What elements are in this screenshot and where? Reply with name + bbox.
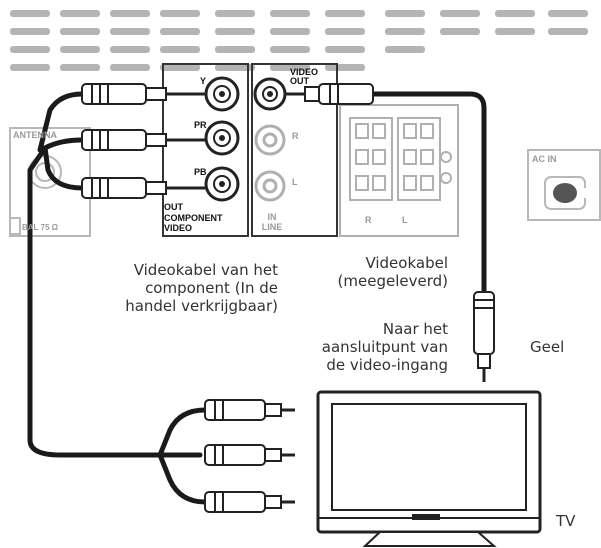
component-plugs-receiver [81, 83, 206, 199]
tv-label: TV [556, 512, 576, 530]
yellow-label: Geel [530, 338, 565, 356]
jack-label-pb: PB [194, 167, 207, 177]
component-plugs-tv [204, 399, 295, 513]
component-cables [27, 91, 208, 505]
video-plug-tv [473, 291, 495, 382]
component-video-label: COMPONENT VIDEO [164, 213, 223, 233]
speaker-l-label: L [402, 215, 408, 225]
tv-icon [316, 390, 542, 547]
antenna-label: ANTENNA [13, 130, 57, 140]
ac-in-label: AC IN [532, 154, 557, 164]
in-line-label: IN LINE [261, 212, 283, 232]
antenna-sub-label: BAL 75 Ω [22, 223, 59, 232]
video-cable [369, 91, 487, 295]
speaker-terminals [339, 104, 459, 237]
to-video-input-label: Naar het aansluitpunt van de video-ingan… [321, 320, 448, 374]
video-plug-receiver [285, 83, 374, 105]
out-label: OUT [164, 202, 183, 212]
audio-in-jacks [254, 124, 286, 202]
video-cable-label: Videokabel (meegeleverd) [337, 254, 448, 290]
video-out-label: VIDEO OUT [290, 67, 319, 86]
component-panel [162, 63, 338, 237]
component-cable-label: Videokabel van het component (In de hand… [125, 261, 278, 315]
audio-l-label: L [292, 177, 298, 187]
audio-r-label: R [292, 131, 299, 141]
jack-label-pr: PR [194, 120, 207, 130]
component-jacks [204, 76, 240, 202]
video-out-jack [253, 77, 287, 111]
speaker-r-label: R [365, 215, 372, 225]
vent-slots [10, 10, 588, 71]
jack-label-y: Y [200, 76, 207, 86]
